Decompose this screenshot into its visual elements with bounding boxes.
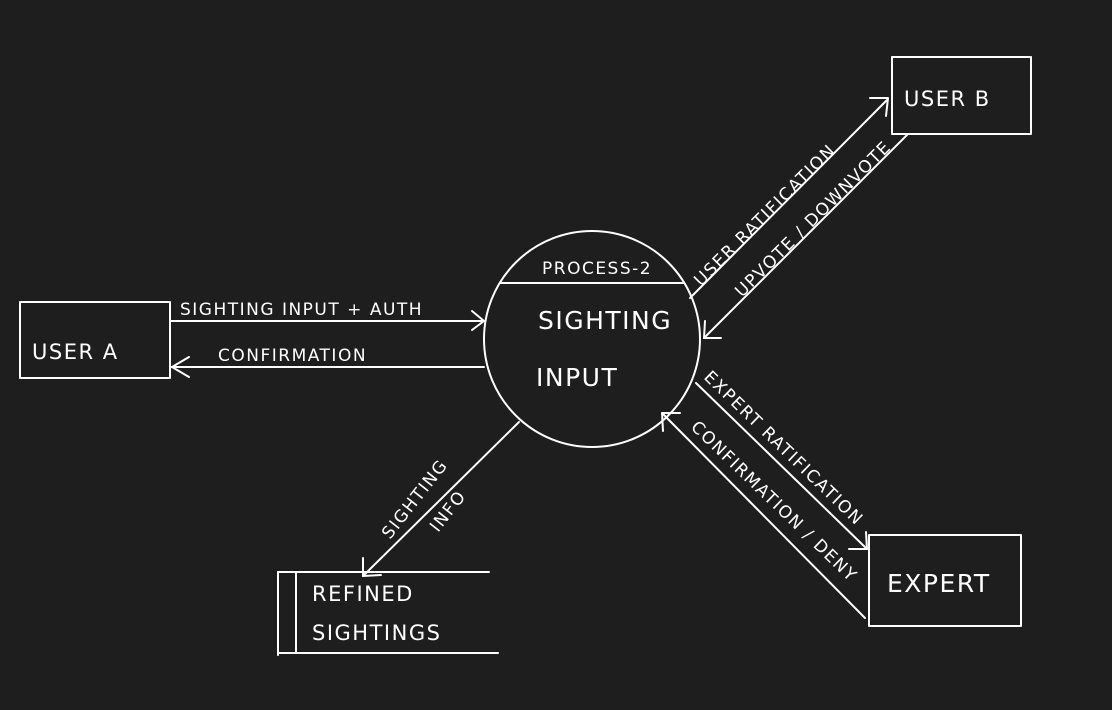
data-store-name-line1: REFINED (312, 582, 414, 606)
flow-user-a-to-process-label: SIGHTING INPUT + AUTH (180, 300, 423, 320)
flow-process-to-user-b[interactable]: USER RATIFICATION (689, 97, 889, 299)
entity-user-a[interactable]: USER A (19, 301, 171, 379)
flow-process-to-user-b-arrowhead (869, 97, 889, 117)
process-name-line2: INPUT (536, 363, 618, 392)
entity-user-a-label: USER A (32, 340, 119, 364)
process-name-line1: SIGHTING (538, 306, 672, 335)
data-store-name-line2: SIGHTINGS (312, 621, 441, 645)
flow-process-to-user-a-label: CONFIRMATION (218, 346, 367, 366)
flow-user-b-to-process-line (703, 134, 908, 339)
flow-process-to-store[interactable]: SIGHTING INFO (362, 421, 520, 577)
flow-process-to-store-arrowhead (362, 557, 382, 577)
entity-user-a-box (19, 301, 171, 379)
flow-expert-to-process-arrowhead (661, 412, 681, 432)
flow-expert-to-process-line (661, 412, 866, 619)
process-circle (483, 230, 701, 448)
flow-process-to-user-a[interactable]: CONFIRMATION (169, 346, 485, 378)
entity-expert[interactable]: EXPERT (868, 534, 1022, 627)
flow-process-to-user-b-line (689, 98, 889, 299)
process-sighting-input[interactable]: PROCESS-2 SIGHTING INPUT (483, 230, 701, 448)
entity-expert-box (868, 534, 1022, 627)
flow-process-to-store-label-line2: INFO (426, 487, 471, 536)
flow-process-to-expert-arrowhead (848, 531, 868, 550)
entity-user-b[interactable]: USER B (891, 56, 1032, 135)
flow-expert-to-process[interactable]: CONFIRMATION / DENY (661, 412, 866, 619)
entity-user-b-label: USER B (904, 87, 991, 111)
flow-user-b-to-process-arrowhead (703, 320, 722, 339)
flow-user-a-to-process-arrowhead (471, 310, 485, 331)
flow-user-a-to-process[interactable]: SIGHTING INPUT + AUTH (169, 300, 485, 331)
data-store-refined-sightings[interactable]: REFINED SIGHTINGS (277, 571, 499, 656)
entity-expert-label: EXPERT (887, 569, 991, 598)
flow-process-to-expert-line (695, 382, 868, 550)
flow-process-to-store-line (362, 421, 520, 577)
entity-user-b-box (891, 56, 1032, 135)
process-id: PROCESS-2 (542, 259, 652, 279)
flow-process-to-user-a-arrowhead (171, 356, 190, 378)
